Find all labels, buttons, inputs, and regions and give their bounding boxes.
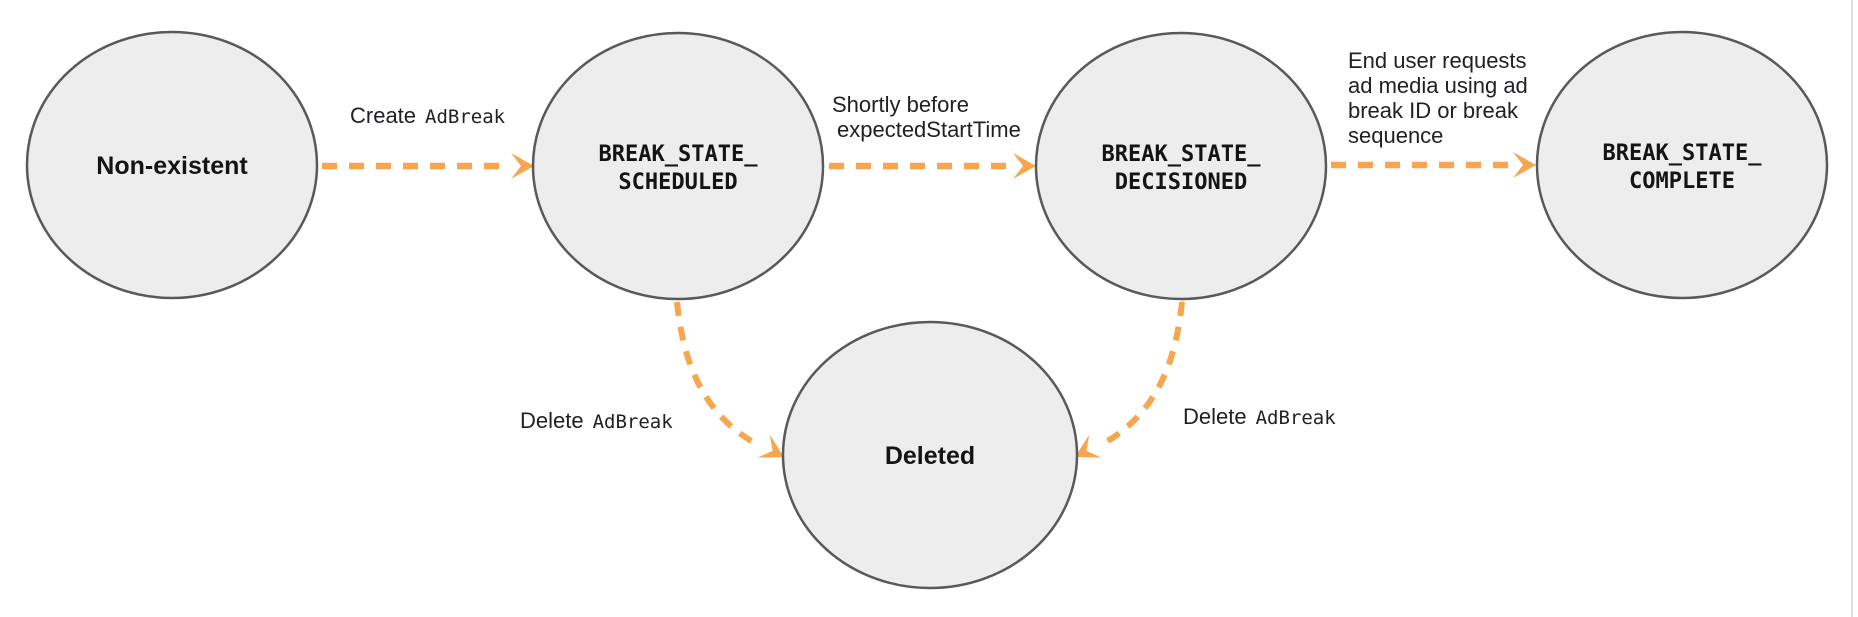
state-label-decisioned-line1: BREAK_STATE_ <box>1102 142 1262 167</box>
arrowhead-icon <box>511 153 534 179</box>
edge-delete-from-decisioned: Delete AdBreak <box>1075 301 1336 458</box>
edge-create-label: Create AdBreak <box>350 103 506 128</box>
state-ellipse <box>781 320 1079 590</box>
edge-create-code-text: AdBreak <box>425 106 506 128</box>
arrowhead-icon <box>1075 434 1102 458</box>
edge-delete-left-code-text: AdBreak <box>593 411 674 433</box>
edge-complete-label-line2: ad media using ad <box>1348 73 1528 98</box>
state-node-break-state-scheduled: BREAK_STATE_ SCHEDULED <box>531 31 825 301</box>
edge-delete-right-action-text: Delete <box>1183 404 1247 429</box>
state-ellipse <box>1535 30 1829 300</box>
arrowhead-icon <box>1013 153 1036 179</box>
state-label-complete-line1: BREAK_STATE_ <box>1603 141 1763 166</box>
state-node-deleted: Deleted <box>781 320 1079 590</box>
state-node-break-state-decisioned: BREAK_STATE_ DECISIONED <box>1034 31 1328 301</box>
edge-delete-left-label: Delete AdBreak <box>520 408 673 433</box>
state-label-complete-line2: COMPLETE <box>1629 169 1735 194</box>
edge-delete-from-scheduled: Delete AdBreak <box>520 301 784 458</box>
state-node-break-state-complete: BREAK_STATE_ COMPLETE <box>1535 30 1829 300</box>
edge-delete-left-curve <box>674 301 762 449</box>
arrowhead-icon <box>757 434 784 458</box>
state-label-scheduled-line2: SCHEDULED <box>618 170 737 195</box>
state-node-non-existent: Non-existent <box>25 30 319 300</box>
edge-delete-left-action-text: Delete <box>520 408 584 433</box>
edge-complete-label-line3: break ID or break <box>1348 98 1519 123</box>
state-label-scheduled-line1: BREAK_STATE_ <box>599 142 759 167</box>
edge-complete-label-line1: End user requests <box>1348 48 1527 73</box>
edge-delete-right-label: Delete AdBreak <box>1183 404 1336 429</box>
edge-end-user-requests: End user requests ad media using ad brea… <box>1331 48 1536 178</box>
state-ellipse <box>25 30 319 300</box>
edge-complete-label-line4: sequence <box>1348 123 1443 148</box>
arrowhead-icon <box>1513 152 1536 178</box>
state-ellipse <box>531 31 825 301</box>
state-label-non-existent: Non-existent <box>96 152 248 180</box>
edge-decision-label-code: expectedStartTime <box>837 117 1021 142</box>
edge-create-action-text: Create <box>350 103 416 128</box>
edge-delete-right-curve <box>1097 301 1185 449</box>
edge-decision-label-line1: Shortly before <box>832 92 969 117</box>
edge-delete-right-code-text: AdBreak <box>1256 407 1337 429</box>
state-ellipse <box>1034 31 1328 301</box>
edge-shortly-before: Shortly before expectedStartTime <box>829 92 1036 179</box>
edge-create-adbreak: Create AdBreak <box>322 103 534 179</box>
state-label-decisioned-line2: DECISIONED <box>1115 170 1247 195</box>
state-label-deleted: Deleted <box>885 442 975 470</box>
